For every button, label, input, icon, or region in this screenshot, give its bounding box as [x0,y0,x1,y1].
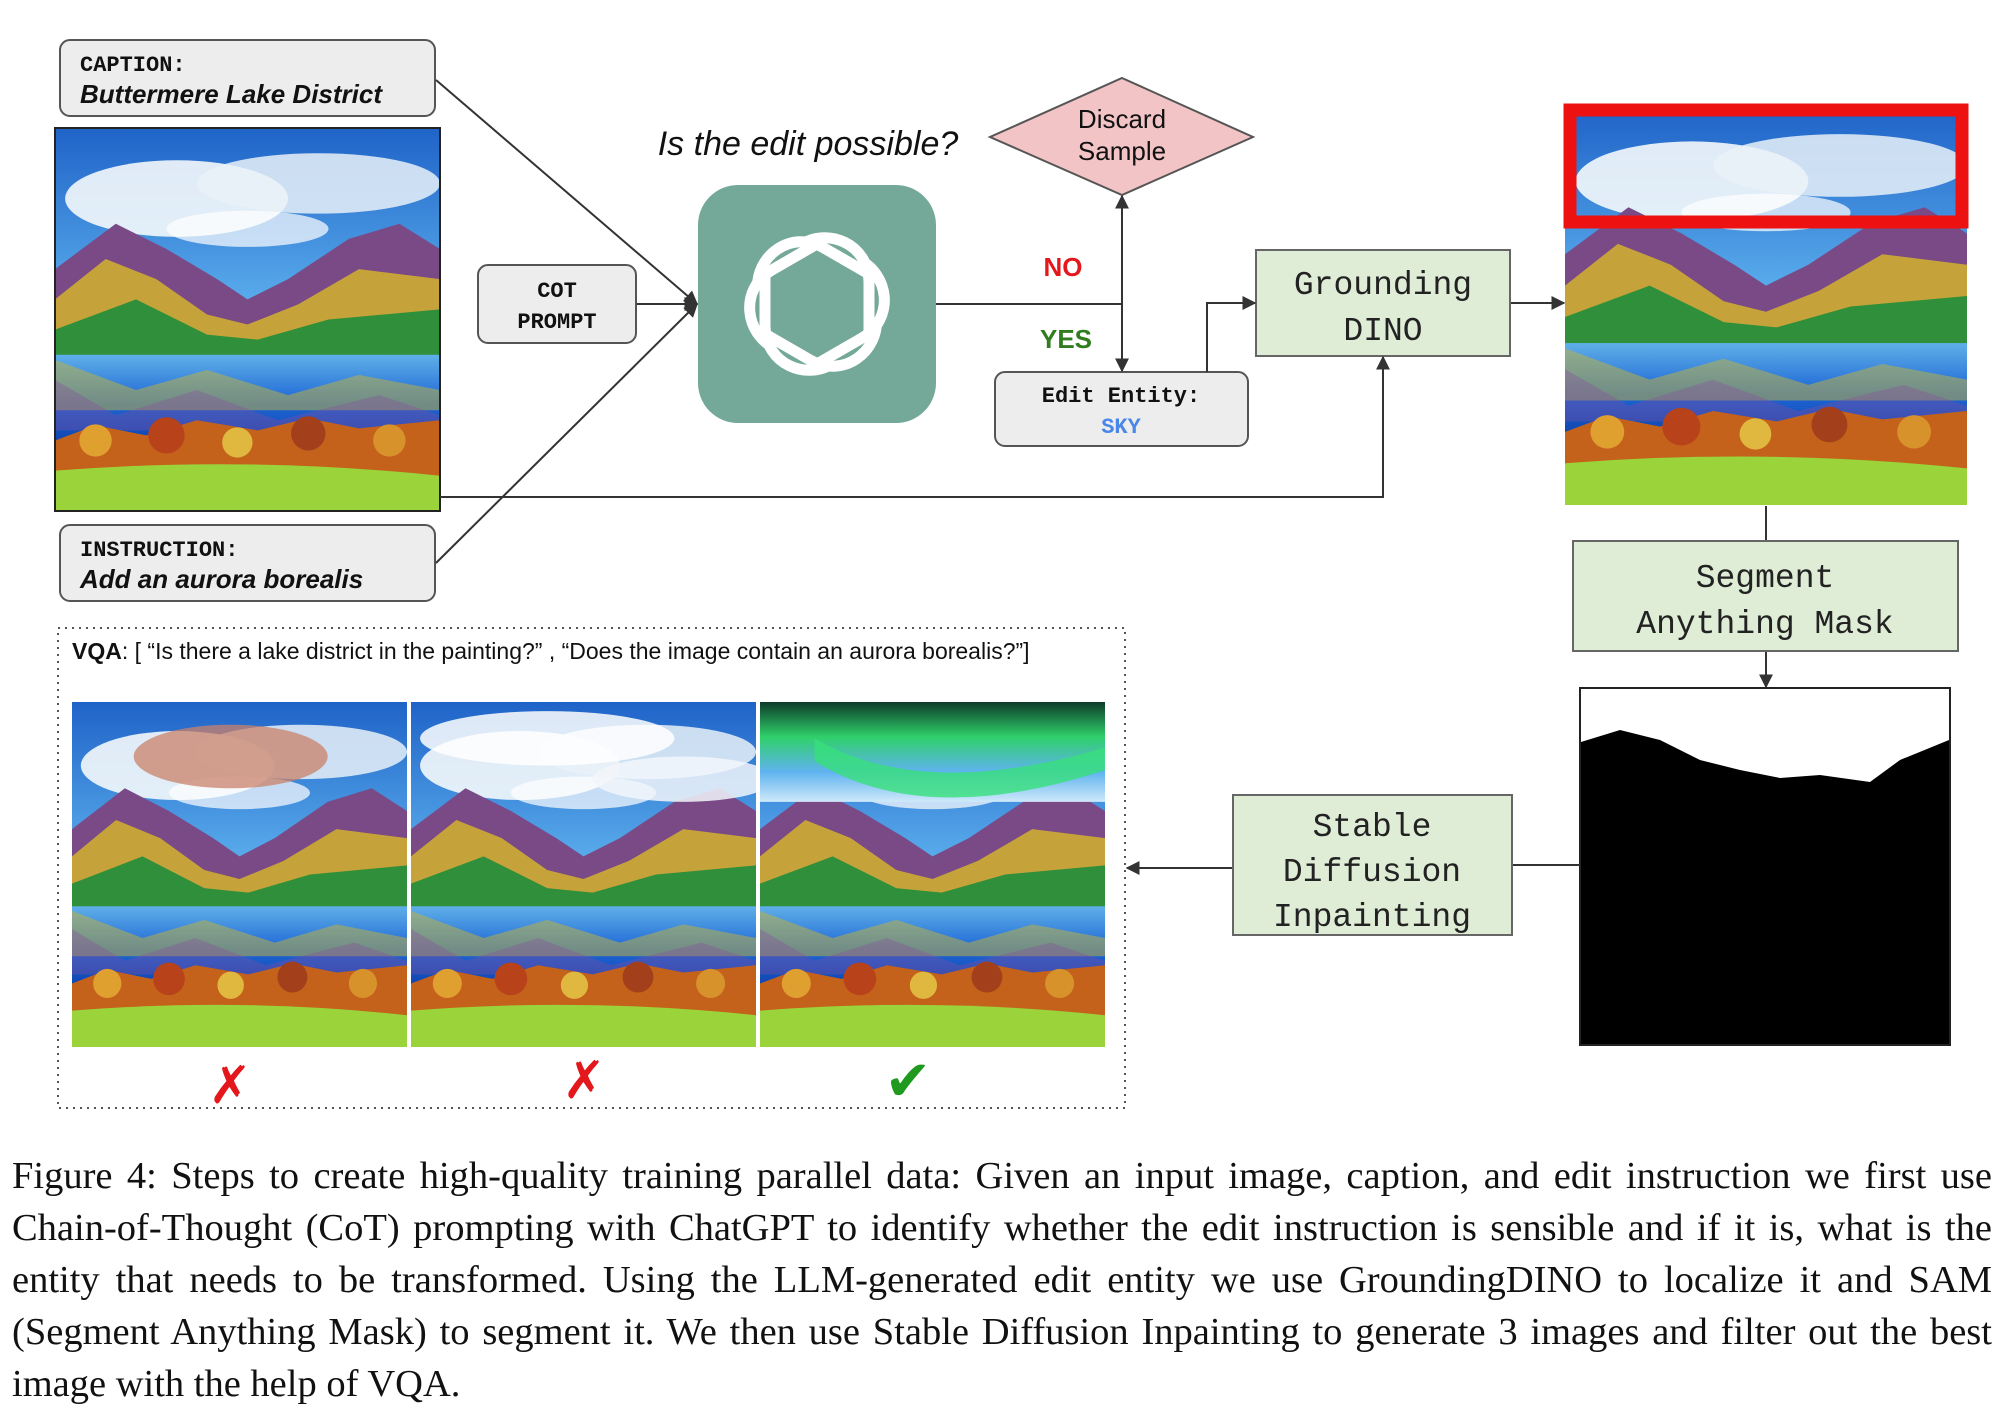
image-arrow [440,355,1390,498]
question-text: Is the edit possible? [658,125,959,163]
segment-line1: Segment [1696,560,1835,597]
caption-box: CAPTION: Buttermere Lake District [59,39,436,117]
connectors [435,79,1773,875]
caption-label: CAPTION: [80,53,186,78]
generated-image-2 [411,702,756,1047]
cot-line2: PROMPT [517,310,596,335]
grounding-line1: Grounding [1294,267,1472,304]
vqa-label: VQA [72,638,122,664]
result-mark-1: ✗ [208,1056,252,1116]
localized-image [1563,103,1969,505]
inpainting-line1: Stable [1313,809,1432,846]
cot-line1: COT [537,279,577,304]
inpainting-line2: Diffusion [1283,854,1461,891]
generated-image-3 [760,702,1105,1047]
result-mark-3: ✔ [885,1049,932,1114]
edit-entity-box: Edit Entity: SKY [994,371,1249,447]
vqa-questions: : [ “Is there a lake district in the pai… [122,638,1030,664]
generated-image-1 [72,702,407,1047]
discard-line2: Sample [1078,136,1166,166]
sky-bounding-box [1563,103,1969,229]
openai-knot-icon [744,232,890,376]
instruction-label: INSTRUCTION: [80,538,238,563]
grounding-line2: DINO [1343,313,1422,350]
segment-line2: Anything Mask [1636,606,1893,643]
figure-caption: Figure 4: Steps to create high-quality t… [12,1155,1992,1405]
caption-text: Buttermere Lake District [80,79,383,109]
input-image [54,127,441,512]
edit-entity-label: Edit Entity: [1042,384,1200,409]
discard-line1: Discard [1078,104,1166,134]
yes-label: YES [1040,324,1092,354]
entity-arrow [1206,296,1257,372]
vqa-text: VQA: [ “Is there a lake district in the … [72,638,1030,664]
chatgpt-logo [698,185,936,423]
segmentation-mask [1579,687,1951,1046]
segment-anything-box: Segment Anything Mask [1572,540,1959,652]
instruction-arrow [435,303,698,564]
discard-sample-diamond: Discard Sample [987,76,1256,197]
result-mark-2: ✗ [562,1051,606,1111]
instruction-text: Add an aurora borealis [79,564,363,594]
no-label: NO [1044,252,1083,282]
cot-prompt-box: COT PROMPT [477,264,637,344]
stable-diffusion-box: Stable Diffusion Inpainting [1232,794,1513,936]
grounding-dino-box: Grounding DINO [1255,249,1511,357]
vqa-panel: VQA: [ “Is there a lake district in the … [57,627,1126,1116]
inpainting-line3: Inpainting [1273,899,1471,936]
instruction-box: INSTRUCTION: Add an aurora borealis [59,524,436,602]
edit-entity-value: SKY [1101,415,1141,440]
caption-arrow [435,79,699,305]
